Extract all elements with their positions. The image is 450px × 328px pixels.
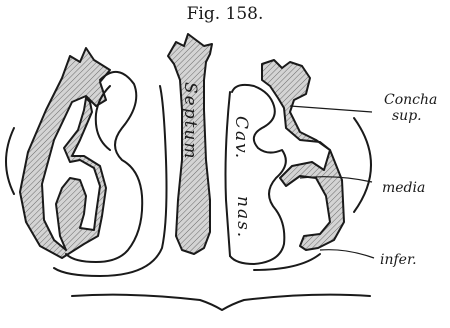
cav-label: Cav.	[231, 116, 251, 160]
right-lateral-wall	[262, 60, 344, 250]
left-outer-arc	[6, 128, 14, 194]
right-outer-arc	[354, 118, 371, 212]
right-medial-line	[226, 92, 231, 256]
palate-brace	[72, 295, 370, 310]
concha-label: Concha	[384, 92, 437, 108]
nas-label: nas.	[233, 196, 253, 239]
infer-label: infer.	[380, 252, 417, 268]
leader-concha-sup	[290, 106, 372, 112]
septum-label: Septum	[180, 82, 200, 161]
media-label: media	[382, 180, 425, 196]
leader-concha-infer	[320, 250, 374, 258]
left-lateral-wall	[20, 48, 110, 258]
sup-label: sup.	[392, 108, 422, 124]
